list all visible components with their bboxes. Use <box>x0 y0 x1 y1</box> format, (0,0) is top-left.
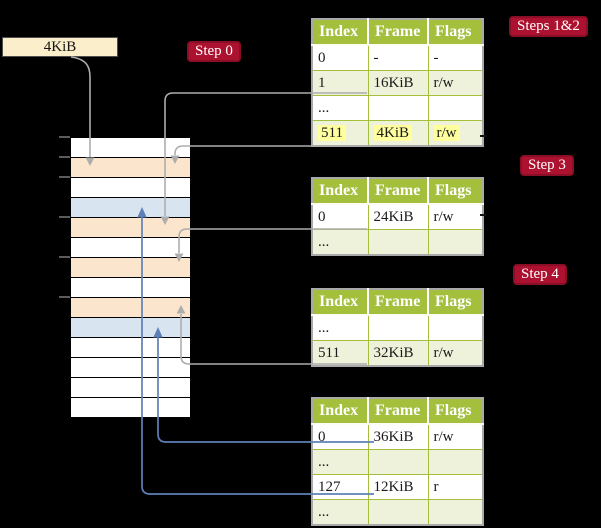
column-header-frame: Frame <box>368 19 429 46</box>
cell-frame: 24KiB <box>373 208 414 225</box>
cell-index: 0 <box>318 208 326 225</box>
cell-flags: r/w <box>433 208 454 225</box>
badge-steps-1-2-label: Steps 1&2 <box>517 18 580 34</box>
column-header-flags: Flags <box>428 19 483 46</box>
table-header-row: Index Frame Flags <box>312 289 483 316</box>
cell-index: 0 <box>318 49 326 66</box>
memory-row <box>71 138 190 158</box>
table-row: ... <box>311 229 484 256</box>
frame-size-box: 4KiB <box>2 37 118 57</box>
cell-index: ... <box>318 319 330 336</box>
memory-row <box>71 158 190 178</box>
cell-index: ... <box>318 453 330 470</box>
column-header-flags: Flags <box>428 289 483 316</box>
cell-frame: 4KiB <box>373 124 413 141</box>
cell-flags: r <box>433 478 439 495</box>
badge-step-4-label: Step 4 <box>521 266 559 282</box>
memory-row <box>71 258 190 278</box>
cell-frame: 36KiB <box>373 428 414 445</box>
arrow-table1-row511-to-memory <box>174 145 367 155</box>
cell-flags: r/w <box>433 344 454 361</box>
table-header-row: Index Frame Flags <box>312 178 483 205</box>
cell-frame: 32KiB <box>373 344 414 361</box>
cell-index: 0 <box>318 428 326 445</box>
cell-flags: - <box>433 49 439 66</box>
table-header-row: Index Frame Flags <box>312 19 483 46</box>
page-table-bottom: Index Frame Flags 0 36KiB r/w ... 127 12… <box>311 397 484 526</box>
table-row: 0 - - <box>311 44 484 71</box>
memory-row <box>71 318 190 338</box>
column-header-flags: Flags <box>428 398 483 425</box>
badge-step-0-label: Step 0 <box>195 43 233 59</box>
column-header-flags: Flags <box>428 178 483 205</box>
frame-size-label: 4KiB <box>43 38 77 55</box>
cell-flags: r/w <box>433 124 460 141</box>
cell-index: 127 <box>318 478 341 495</box>
column-header-frame: Frame <box>368 398 429 425</box>
table-row: 127 12KiB r <box>311 474 484 500</box>
memory-row <box>71 398 190 417</box>
column-header-index: Index <box>312 398 369 425</box>
page-table-steps-1-2: Index Frame Flags 0 - - 1 16KiB r/w ... … <box>311 18 484 147</box>
cell-index: ... <box>318 233 330 250</box>
table-row: ... <box>311 95 484 121</box>
table-row: 511 32KiB r/w <box>311 340 484 367</box>
memory-row <box>71 378 190 398</box>
page-table-step-4: Index Frame Flags ... 511 32KiB r/w <box>311 288 484 367</box>
column-header-index: Index <box>312 178 369 205</box>
memory-row <box>71 198 190 218</box>
memory-row <box>71 238 190 258</box>
column-header-frame: Frame <box>368 178 429 205</box>
physical-memory-column <box>70 137 191 418</box>
memory-row <box>71 178 190 198</box>
cell-flags: r/w <box>433 74 454 91</box>
badge-step-0: Step 0 <box>187 41 241 62</box>
badge-step-3-label: Step 3 <box>528 157 566 173</box>
cell-index: 511 <box>318 344 340 361</box>
memory-row <box>71 218 190 238</box>
column-header-index: Index <box>312 19 369 46</box>
cell-flags: r/w <box>433 428 454 445</box>
badge-step-3: Step 3 <box>520 155 574 176</box>
table-row: 1 16KiB r/w <box>311 70 484 96</box>
table-row-highlighted: 511 4KiB r/w <box>311 120 484 147</box>
table-header-row: Index Frame Flags <box>312 398 483 425</box>
cell-frame: 16KiB <box>373 74 414 91</box>
memory-row <box>71 358 190 378</box>
badge-step-4: Step 4 <box>513 264 567 285</box>
table-row: 0 24KiB r/w <box>311 203 484 230</box>
cell-frame: - <box>373 49 379 66</box>
memory-row <box>71 278 190 298</box>
memory-row <box>71 338 190 358</box>
column-header-frame: Frame <box>368 289 429 316</box>
cell-index: ... <box>318 99 330 116</box>
table-row: ... <box>311 449 484 475</box>
cell-frame: 12KiB <box>373 478 414 495</box>
memory-row <box>71 298 190 318</box>
cell-index: ... <box>318 503 330 520</box>
column-header-index: Index <box>312 289 369 316</box>
badge-steps-1-2: Steps 1&2 <box>509 16 588 37</box>
table-row: ... <box>311 314 484 341</box>
page-table-step-3: Index Frame Flags 0 24KiB r/w ... <box>311 177 484 256</box>
cell-index: 1 <box>318 74 326 91</box>
memory-tick-marks <box>59 136 70 298</box>
table-row: 0 36KiB r/w <box>311 423 484 450</box>
cell-index: 511 <box>318 124 346 141</box>
table-row: ... <box>311 499 484 526</box>
